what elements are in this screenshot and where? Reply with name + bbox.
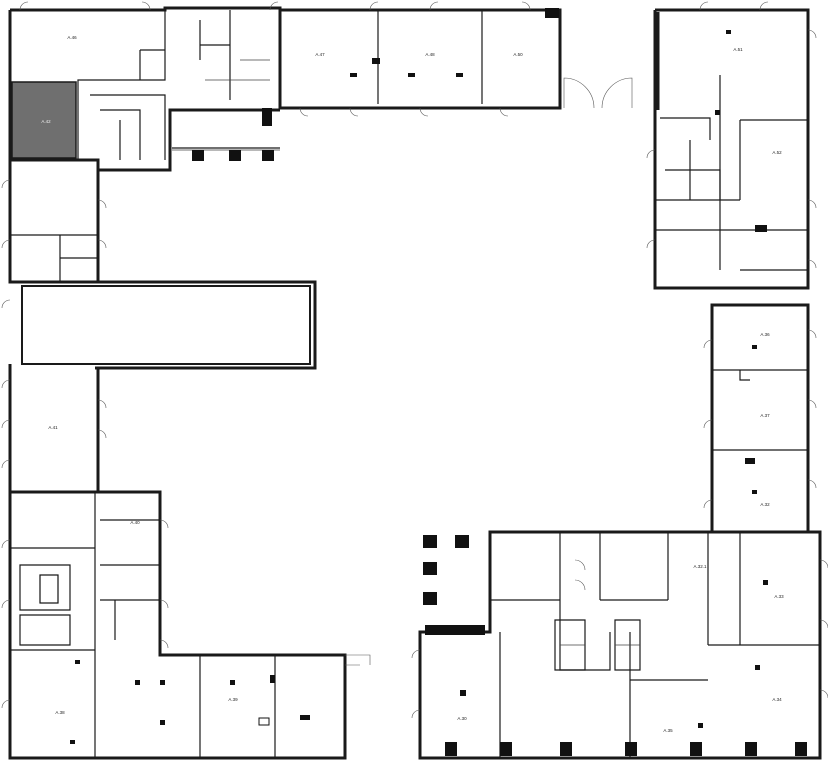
unit-label-a321: A.32.1 <box>693 564 707 569</box>
unit-label-a38: A.38 <box>55 710 65 715</box>
unit-label-a30: A.30 <box>457 716 467 721</box>
unit-label-a42: A.42 <box>41 119 51 124</box>
unit-label-a39: A.39 <box>228 697 238 702</box>
unit-label-a37: A.37 <box>760 413 770 418</box>
unit-labels: A.46 A.47 A.48 A.50 A.51 A.52 A.42 A.41 … <box>41 35 784 733</box>
unit-label-a48: A.48 <box>425 52 435 57</box>
wing-top-left <box>8 1 633 172</box>
unit-label-a46: A.46 <box>67 35 77 40</box>
unit-label-a32: A.32 <box>760 502 770 507</box>
unit-label-a33: A.33 <box>774 594 784 599</box>
wing-top-right <box>646 1 817 290</box>
wing-right <box>703 303 817 534</box>
unit-label-a50: A.50 <box>513 52 523 57</box>
unit-label-a35: A.35 <box>663 728 673 733</box>
unit-label-a40: A.40 <box>130 520 140 525</box>
unit-label-a51: A.51 <box>733 47 743 52</box>
unit-label-a52: A.52 <box>772 150 782 155</box>
wing-bottom-left <box>1 490 371 760</box>
unit-label-a41: A.41 <box>48 425 58 430</box>
wing-bottom-right <box>411 530 828 760</box>
unit-label-a34: A.34 <box>772 697 782 702</box>
unit-label-a36: A.36 <box>760 332 770 337</box>
unit-label-a47: A.47 <box>315 52 325 57</box>
wing-left <box>1 160 317 494</box>
